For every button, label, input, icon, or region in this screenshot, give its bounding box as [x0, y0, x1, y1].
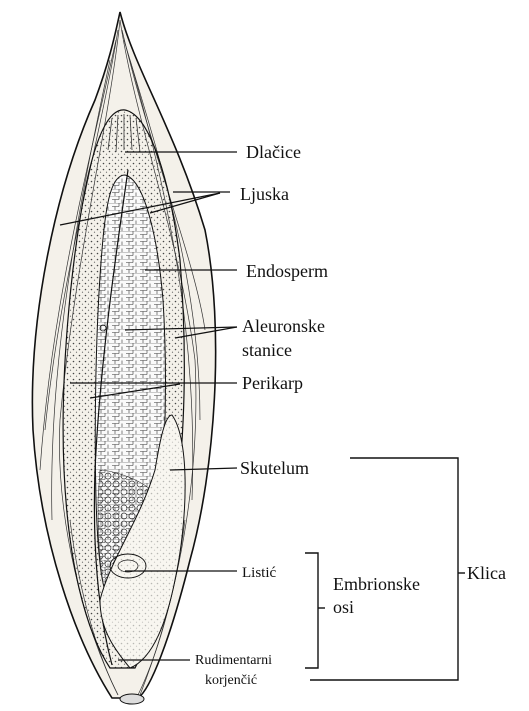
label-klica: Klica: [467, 563, 506, 583]
embrionske-bracket: [305, 553, 318, 668]
label-aleuronske-1: Aleuronske: [242, 316, 325, 336]
labels: Dlačice Ljuska Endosperm Aleuronske stan…: [195, 142, 506, 688]
label-skutelum: Skutelum: [240, 458, 309, 478]
label-aleuronske-2: stanice: [242, 340, 292, 360]
label-rudimentarni-1: Rudimentarni: [195, 653, 272, 668]
klica-bracket: [310, 458, 458, 680]
label-perikarp: Perikarp: [242, 373, 303, 393]
label-rudimentarni-2: korjenčić: [205, 673, 257, 688]
grain-base: [120, 694, 144, 704]
label-dlacice: Dlačice: [246, 142, 301, 162]
label-endosperm: Endosperm: [246, 261, 328, 281]
label-ljuska: Ljuska: [240, 184, 289, 204]
label-embrionske-2: osi: [333, 597, 354, 617]
label-listic: Listić: [242, 565, 277, 581]
label-embrionske-1: Embrionske: [333, 574, 420, 594]
brackets: [305, 458, 465, 680]
